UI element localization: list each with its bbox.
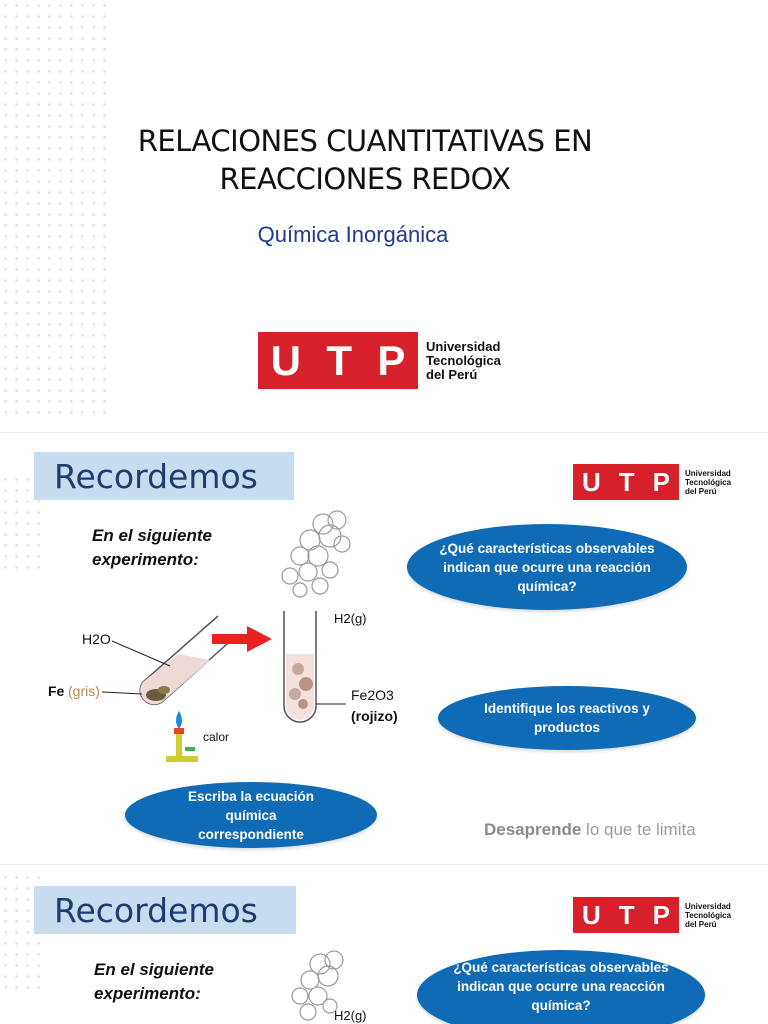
h2o-pointer: [111, 640, 171, 667]
utp-logo: U T P Universidad Tecnológica del Perú: [573, 897, 731, 933]
logo-name-line-3: del Perú: [685, 919, 717, 929]
utp-logo: U T P Universidad Tecnológica del Perú: [573, 464, 731, 500]
logo-letter-u: U: [270, 336, 301, 384]
intro-text: En el siguiente experimento:: [92, 524, 212, 572]
experiment-illustration-partial: H2(g): [291, 950, 367, 1023]
section-heading: Recordemos: [34, 886, 296, 934]
logo-name-line-3: del Perú: [426, 366, 478, 382]
utp-logo: U T P Universidad Tecnológica del Perú: [258, 332, 501, 389]
logo-letter-t: T: [618, 466, 635, 497]
logo-letter-u: U: [581, 899, 601, 930]
steam-cloud-icon: [281, 510, 351, 598]
experiment-illustration: H2O Fe (gris) H2(g) Fe2O3 (rojizo) calor: [48, 510, 398, 762]
intro-line-2: experimento:: [92, 550, 199, 569]
slide-title: RELACIONES CUANTITATIVAS EN REACCIONES R…: [0, 122, 730, 198]
logo-letter-t: T: [618, 899, 635, 930]
upright-test-tube-icon: [283, 611, 317, 723]
logo-letter-u: U: [581, 466, 601, 497]
section-heading: Recordemos: [34, 452, 294, 500]
fe-label: Fe: [48, 683, 65, 699]
tagline: Desaprende lo que te limita: [484, 820, 696, 840]
title-line-1: RELACIONES CUANTITATIVAS EN: [137, 124, 593, 158]
intro-line-1: En el siguiente: [94, 960, 214, 979]
intro-text: En el siguiente experimento:: [94, 958, 214, 1006]
steam-cloud-icon: [291, 950, 344, 1021]
logo-name-line-2: Tecnológica: [426, 352, 501, 368]
logo-name-line-1: Universidad: [685, 468, 731, 478]
logo-letter-p: P: [652, 899, 670, 930]
fe-color-label: (gris): [68, 683, 100, 699]
tilted-test-tube-icon: [139, 615, 237, 706]
rojizo-label: (rojizo): [351, 708, 398, 724]
slide-divider: [0, 432, 768, 433]
logo-name-line-1: Universidad: [426, 338, 501, 354]
intro-line-1: En el siguiente: [92, 526, 212, 545]
recordemos-slide-repeat: Recordemos U T P Universidad Tecnológica…: [0, 866, 768, 1024]
fe2o3-label: Fe2O3: [351, 687, 394, 703]
slide-divider: [0, 864, 768, 865]
tagline-bold: Desaprende: [484, 820, 582, 839]
fe-pointer: [101, 691, 143, 695]
slide-subtitle: Química Inorgánica: [257, 222, 449, 247]
title-slide: RELACIONES CUANTITATIVAS EN REACCIONES R…: [0, 0, 768, 430]
reaction-arrow-icon: [212, 626, 272, 652]
logo-letter-p: P: [377, 336, 406, 384]
dot-pattern: [0, 474, 40, 574]
logo-name-line-2: Tecnológica: [685, 910, 732, 920]
h2g-label: H2(g): [334, 611, 367, 626]
logo-name-line-1: Universidad: [685, 901, 731, 911]
question-oval-observables: ¿Qué características observables indican…: [407, 524, 687, 610]
burner-icon: [166, 711, 198, 762]
logo-name-line-3: del Perú: [685, 486, 717, 496]
h2o-label: H2O: [82, 631, 111, 647]
dot-pattern: [0, 872, 40, 992]
logo-letter-t: T: [326, 336, 352, 384]
calor-label: calor: [203, 730, 229, 744]
intro-line-2: experimento:: [94, 984, 201, 1003]
recordemos-slide: Recordemos U T P Universidad Tecnológica…: [0, 434, 768, 862]
logo-name-line-2: Tecnológica: [685, 477, 732, 487]
dot-pattern: [0, 0, 110, 420]
tagline-rest: lo que te limita: [581, 820, 696, 839]
question-oval-ecuacion: Escriba la ecuación química correspondie…: [125, 782, 377, 848]
question-oval-observables: ¿Qué características observables indican…: [417, 950, 705, 1024]
h2g-label: H2(g): [334, 1008, 367, 1023]
question-oval-reactivos: Identifique los reactivos y productos: [438, 686, 696, 750]
title-line-2: REACCIONES REDOX: [219, 162, 511, 196]
logo-letter-p: P: [652, 466, 670, 497]
